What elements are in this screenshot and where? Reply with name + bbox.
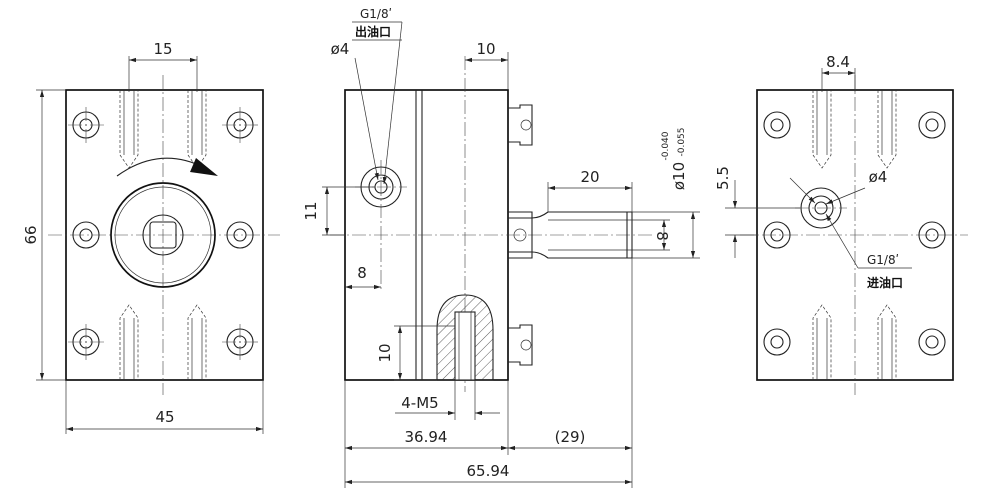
inlet-thread-label: G1/8ʹ: [867, 253, 899, 267]
dim-right-hole-pitch: 8.4: [826, 53, 850, 71]
dim-plate-width: 45: [155, 408, 174, 426]
dim-total-length: 65.94: [467, 462, 510, 480]
dim-plate-height: 66: [22, 225, 40, 244]
rotation-arrowhead: [190, 158, 218, 176]
right-mounting-holes: [763, 111, 946, 356]
inlet-label: 进油口: [867, 275, 903, 290]
dim-shaft-dia: ø10: [670, 162, 688, 190]
dim-thread-size: 4-M5: [401, 394, 438, 412]
section-cut: [436, 294, 494, 381]
dim-outlet-offset: 8: [357, 264, 367, 282]
front-view: G1/8ʹ 出油口 ø4 10 11 8 20 ø10 -0.040 -0.05…: [302, 7, 700, 488]
outlet-dia-label: ø4: [331, 40, 350, 58]
dim-shaft-length: 20: [580, 168, 599, 186]
dim-shaft-flat: 8: [653, 231, 671, 241]
dim-inlet-offset: 5.5: [714, 166, 732, 190]
outlet-thread-label: G1/8ʹ: [360, 7, 392, 21]
dim-shaft-tol-lower: -0.055: [677, 127, 687, 156]
dim-hole-pitch: 15: [153, 40, 172, 58]
dim-shaft-ext: (29): [555, 428, 586, 446]
dim-slot-width: 10: [476, 40, 495, 58]
dim-thread-depth: 10: [376, 343, 394, 362]
outlet-label: 出油口: [355, 24, 391, 39]
dim-outlet-height: 11: [302, 201, 320, 220]
inlet-dia-label: ø4: [869, 168, 888, 186]
left-view: 15 66 45: [22, 40, 280, 434]
dim-shaft-tol-upper: -0.040: [661, 131, 671, 160]
dim-body-length: 36.94: [405, 428, 448, 446]
inlet-port: [795, 187, 847, 229]
left-shaft-boss: [110, 182, 216, 288]
right-view: 8.4 5.5 ø4 G1/8ʹ 进油口: [714, 53, 968, 395]
front-shaft: [508, 211, 633, 259]
left-mounting-holes: [68, 107, 258, 360]
right-threaded-holes: [812, 90, 897, 380]
front-screws: [508, 104, 533, 366]
